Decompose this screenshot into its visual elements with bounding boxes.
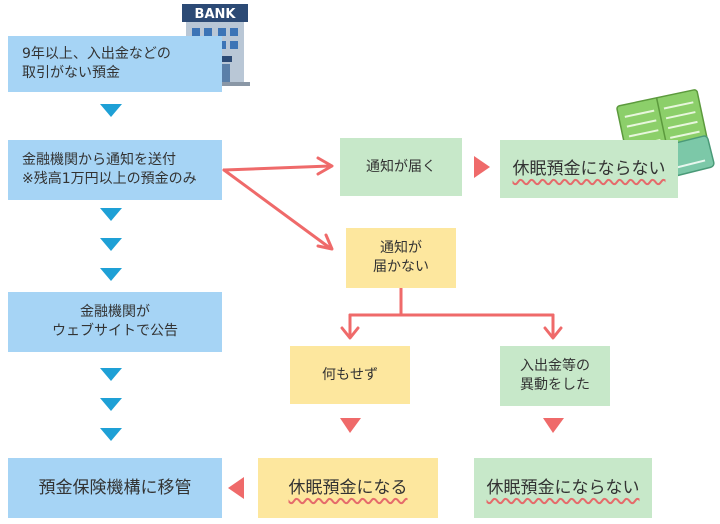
not-notified-line1: 通知が — [380, 240, 422, 257]
dormant-label: 休眠預金になる — [288, 477, 408, 498]
down-arrow-red — [543, 418, 564, 433]
transaction-line2: 異動をした — [520, 377, 590, 393]
notified-box: 通知が届く — [340, 138, 462, 196]
left-arrow — [228, 477, 244, 499]
arrow-head — [340, 326, 360, 340]
down-arrow — [100, 208, 122, 221]
down-arrow — [100, 398, 122, 411]
not-notified-box: 通知が届かない — [346, 228, 456, 288]
down-arrow — [100, 238, 122, 251]
notify-send-line2: ※残高1万円以上の預金のみ — [22, 171, 197, 187]
arrow-head — [316, 233, 334, 251]
notify-send-line1: 金融機関から通知を送付 — [22, 152, 176, 169]
down-arrow — [100, 104, 122, 117]
no-action-box: 何もせず — [290, 346, 410, 404]
start-line1: 9年以上、入出金などの — [22, 46, 171, 63]
down-arrow — [100, 268, 122, 281]
web-notice-line2: ウェブサイトで公告 — [52, 323, 178, 339]
notified-label: 通知が届く — [366, 158, 436, 175]
down-arrows-left-column — [100, 104, 122, 441]
arrow-head — [316, 156, 334, 176]
arrow-head — [543, 326, 563, 340]
web-notice-line1: 金融機関が — [80, 304, 150, 321]
transaction-box: 入出金等の異動をした — [500, 346, 610, 406]
transfer-box: 預金保険機構に移管 — [8, 458, 222, 518]
not-dormant-box-2: 休眠預金にならない — [474, 458, 652, 518]
down-arrow-red — [340, 418, 361, 433]
not-dormant-label-2: 休眠預金にならない — [486, 477, 640, 498]
web-notice-box: 金融機関がウェブサイトで公告 — [8, 292, 222, 352]
dormant-box: 休眠預金になる — [258, 458, 438, 518]
bank-sign: BANK — [195, 7, 237, 22]
transaction-line1: 入出金等の — [520, 358, 590, 375]
notify-send-box: 金融機関から通知を送付 ※残高1万円以上の預金のみ — [8, 140, 222, 200]
no-action-label: 何もせず — [322, 366, 378, 383]
right-arrow — [474, 156, 490, 178]
not-notified-line2: 届かない — [373, 259, 429, 275]
arrow-to-not-notified — [222, 168, 332, 250]
down-arrow — [100, 368, 122, 381]
start-box: 9年以上、入出金などの取引がない預金 — [8, 36, 222, 92]
down-arrow — [100, 428, 122, 441]
start-line2: 取引がない預金 — [22, 65, 120, 81]
arrow-to-notified — [222, 164, 332, 172]
not-dormant-box-1: 休眠預金にならない — [500, 140, 678, 198]
not-dormant-label-1: 休眠預金にならない — [512, 158, 666, 179]
transfer-label: 預金保険機構に移管 — [38, 477, 192, 498]
